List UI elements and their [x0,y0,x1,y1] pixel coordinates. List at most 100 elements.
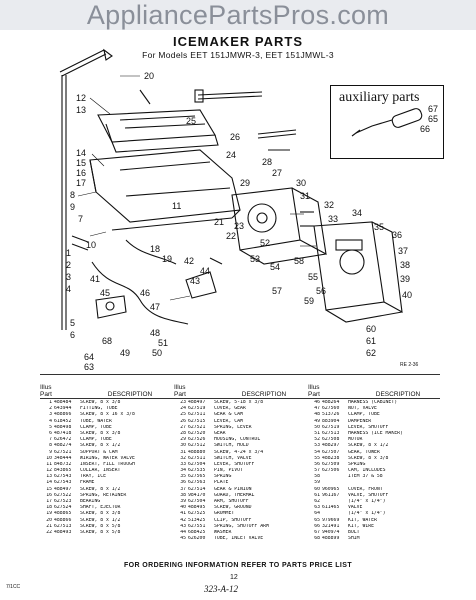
callout-35: 35 [374,222,384,232]
part-description: SCREW, 8 x 16 x 3/8 [80,412,135,418]
part-number: 627506 [322,468,340,474]
part-description: SHAFT, EJECTOR [80,505,121,511]
illus-number: 49 [314,418,320,424]
part-description: SCREW, 8 x 1/2 [80,443,121,449]
part-description: VALVE [348,505,363,511]
part-number: 627511 [188,455,206,461]
illus-number: 14 [46,480,52,486]
part-number: 488497 [188,400,206,405]
illus-number: 61 [314,492,320,498]
part-description: SCREW, 8 x 3/8 [348,455,389,461]
callout-13: 13 [76,105,86,115]
callout-48: 48 [150,328,160,338]
callout-59: 59 [304,296,314,306]
callout-27: 27 [272,168,282,178]
illus-number: 50 [314,424,320,430]
part-description: LEVER, SHUTOFF [214,461,255,467]
part-description: SCREW, 4-24 x 3/4 [214,449,264,455]
part-number: 513425 [188,517,206,523]
part-number: 488497 [54,486,72,492]
part-number: 627508 [322,437,340,443]
illus-number: 7 [49,437,52,443]
part-number: 627513 [54,523,72,529]
part-description: HARNESS (CABINET) [348,400,398,405]
part-description: TUBE, INLET VALVE [214,536,264,542]
part-description: (1/4" x 1/4") [348,499,386,504]
illus-number: 20 [46,517,52,523]
part-number: 627563 [188,480,206,486]
table-top-rule [40,374,440,375]
part-description: WIRING, WATER VALVE [80,455,135,461]
part-number: 627522 [54,492,72,498]
part-number: 627535 [188,468,206,474]
illus-number: 58 [314,474,320,480]
callout-51: 51 [158,338,168,348]
callout-54: 54 [270,262,280,272]
part-description: CLAMP, TUBE [80,437,112,443]
illus-number: 25 [180,412,186,418]
illus-number: 6 [49,430,52,436]
illus-number: 42 [180,517,186,523]
part-number: 627521 [188,424,206,430]
illus-number: 34 [180,468,186,474]
part-number: 488238 [322,455,340,461]
illus-number: 39 [180,499,186,504]
callout-22: 22 [226,231,236,241]
part-number: 627560 [322,406,340,412]
illus-number: 55 [314,455,320,461]
part-number: 627513 [322,430,340,436]
illus-number: 45 [180,536,186,542]
table-column-header: Illus Part DESCRIPTION [308,384,421,398]
callout-5: 5 [70,318,75,328]
part-description: LEVER, SHUTOFF [348,424,389,430]
illus-number: 37 [180,486,186,492]
part-number: 488899 [322,536,340,542]
part-description: HARNESS (ICE MAKER) [348,430,403,436]
illus-number: 2 [49,406,52,412]
callout-30: 30 [296,178,306,188]
handwritten-code: 323-A-12 [204,584,238,594]
part-number: 488484 [54,400,72,405]
part-description: DAMPENER [348,418,372,424]
illus-number: 9 [49,449,52,455]
part-number: 627523 [54,499,72,504]
part-number: 627526 [188,437,206,443]
part-description: NUT, VALVE [348,406,377,412]
illus-number: 32 [180,455,186,461]
illus-number: 17 [46,499,52,504]
callout-56: 56 [316,286,326,296]
part-number: 618452 [54,418,72,424]
part-number: 960965 [322,486,340,492]
fill-tube-illustration [59,48,113,330]
aux-wire-kit-illustration [351,108,423,137]
callout-58: 58 [294,256,304,266]
part-number: 348444 [54,455,72,461]
illus-number: 4 [49,418,52,424]
part-number: 627543 [54,474,72,480]
callout-47: 47 [150,302,160,312]
control-housing-illustration [231,187,327,265]
part-description: SPRING, RETAINER [80,492,127,498]
callout-12: 12 [76,93,86,103]
part-number: 961167 [322,492,340,498]
part-number: 848732 [54,461,72,467]
part-number: 488274 [54,443,72,449]
table-row: 64(1/4" x 1/4") [308,511,442,517]
part-number: 626472 [54,437,72,443]
callout-18: 18 [150,244,160,254]
callout-40: 40 [402,290,412,300]
